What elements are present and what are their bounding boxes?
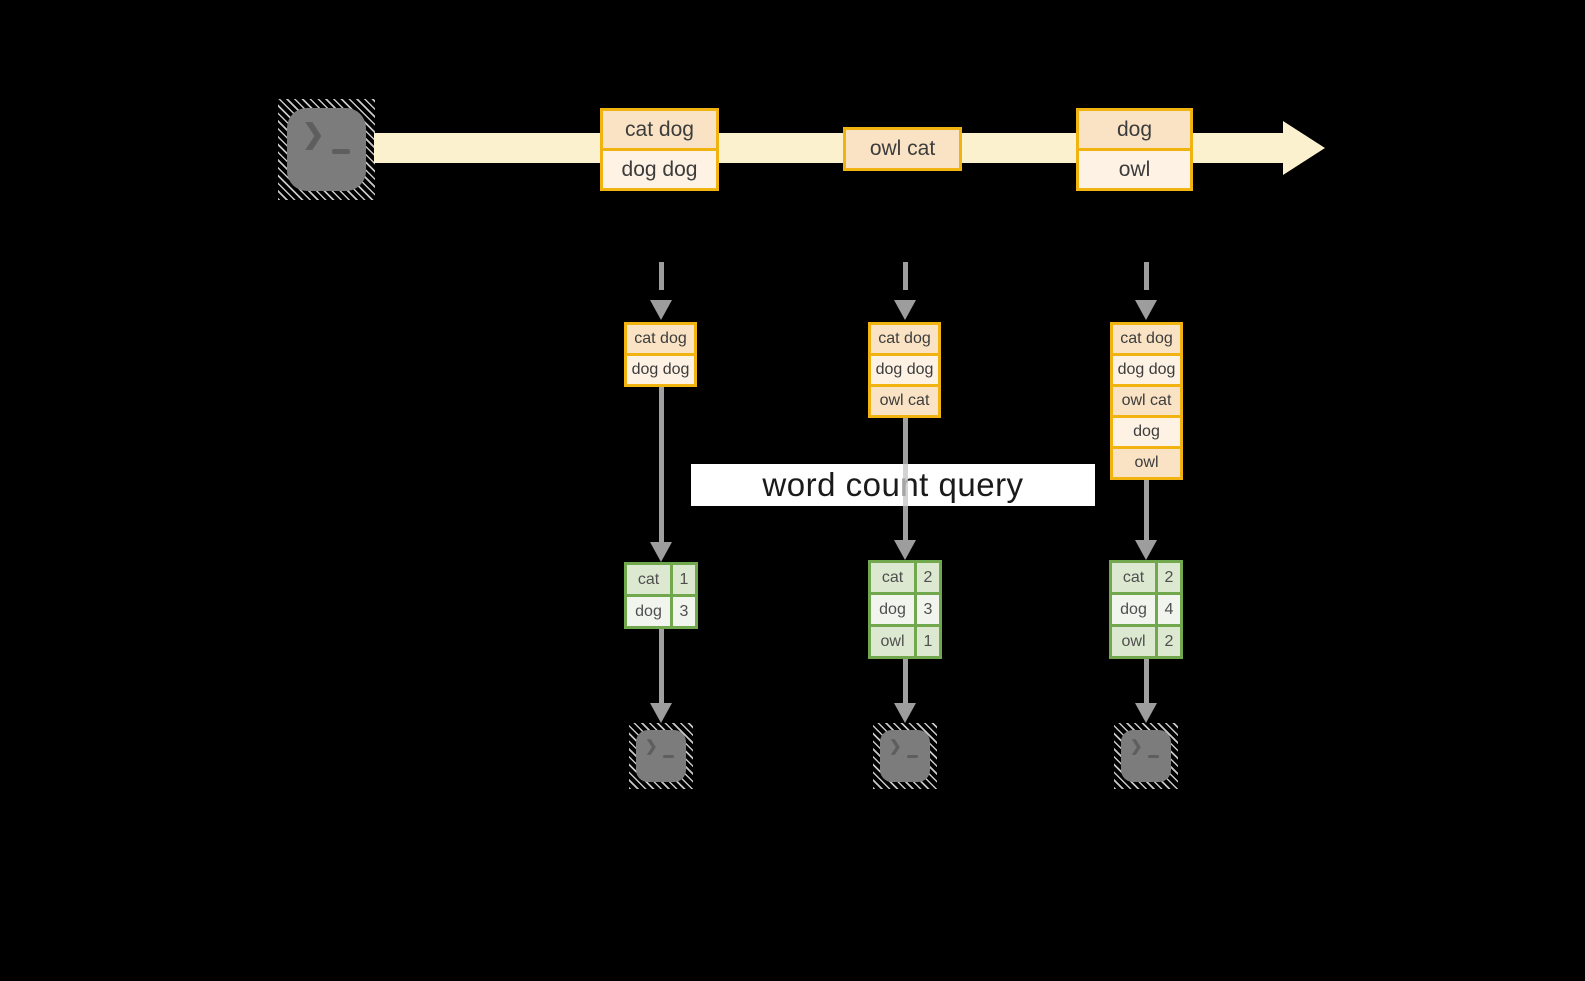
- stack-row: cat dog: [1113, 325, 1180, 353]
- count-cell: 2: [1158, 627, 1180, 656]
- stack-row: dog dog: [1113, 356, 1180, 384]
- stack-row: owl cat: [871, 387, 938, 415]
- event-row: dog dog: [603, 151, 716, 188]
- terminal-cursor-icon: [663, 755, 674, 758]
- arrowhead-icon: [1134, 540, 1157, 560]
- terminal-screen: ❯: [636, 730, 686, 782]
- arrowhead-icon: [1134, 300, 1157, 320]
- connector-line: [902, 418, 908, 540]
- source-terminal-icon: ❯: [278, 99, 375, 200]
- count-cell: 2: [917, 563, 939, 592]
- count-cell: 1: [673, 565, 695, 594]
- sink-terminal-icon-2: ❯: [873, 723, 937, 789]
- arrowhead-icon: [649, 542, 672, 562]
- count-cell: 2: [1158, 563, 1180, 592]
- stack-row: dog dog: [627, 356, 694, 384]
- stack-row: dog dog: [871, 356, 938, 384]
- arrowhead-icon: [1134, 703, 1157, 723]
- word-cell: dog: [1112, 595, 1155, 624]
- connector-line: [1143, 659, 1149, 703]
- word-cell: owl: [1112, 627, 1155, 656]
- result-table-3: cat 2 dog 4 owl 2: [1109, 560, 1183, 659]
- event-row: dog: [1079, 111, 1190, 148]
- word-cell: dog: [871, 595, 914, 624]
- terminal-cursor-icon: [1148, 755, 1159, 758]
- stream-event-box-1: cat dog dog dog: [600, 108, 719, 191]
- stream-arrowhead-icon: [1283, 121, 1325, 175]
- event-row: cat dog: [603, 111, 716, 148]
- stack-row: dog: [1113, 418, 1180, 446]
- stream-event-box-2: owl cat: [843, 127, 962, 171]
- word-cell: cat: [1112, 563, 1155, 592]
- stack-row: owl: [1113, 449, 1180, 477]
- wordcount-query-label: word count query: [691, 464, 1095, 506]
- dashed-arrow: [658, 262, 664, 290]
- connector-line: [658, 629, 664, 703]
- terminal-screen: ❯: [880, 730, 930, 782]
- sink-terminal-icon-1: ❯: [629, 723, 693, 789]
- terminal-screen: ❯: [287, 108, 366, 191]
- terminal-prompt-icon: ❯: [889, 738, 902, 755]
- stream-event-box-3: dog owl: [1076, 108, 1193, 191]
- terminal-prompt-icon: ❯: [1130, 738, 1143, 755]
- terminal-prompt-icon: ❯: [645, 738, 658, 755]
- event-row: owl cat: [846, 130, 959, 168]
- word-cell: cat: [871, 563, 914, 592]
- word-cell: cat: [627, 565, 670, 594]
- dashed-arrow: [1143, 262, 1149, 290]
- arrowhead-icon: [649, 703, 672, 723]
- terminal-prompt-icon: ❯: [302, 119, 325, 149]
- connector-line: [658, 387, 664, 542]
- terminal-screen: ❯: [1121, 730, 1171, 782]
- event-row: owl: [1079, 151, 1190, 188]
- arrowhead-icon: [893, 300, 916, 320]
- connector-line: [1143, 480, 1149, 540]
- word-cell: owl: [871, 627, 914, 656]
- arrowhead-icon: [649, 300, 672, 320]
- terminal-cursor-icon: [332, 149, 350, 154]
- connector-line: [902, 659, 908, 703]
- count-cell: 4: [1158, 595, 1180, 624]
- terminal-cursor-icon: [907, 755, 918, 758]
- word-cell: dog: [627, 597, 670, 626]
- count-cell: 3: [917, 595, 939, 624]
- stack-row: cat dog: [627, 325, 694, 353]
- sink-terminal-icon-3: ❯: [1114, 723, 1178, 789]
- count-cell: 1: [917, 627, 939, 656]
- count-cell: 3: [673, 597, 695, 626]
- result-table-1: cat 1 dog 3: [624, 562, 698, 629]
- arrowhead-icon: [893, 703, 916, 723]
- buffer-stack-2: cat dog dog dog owl cat: [868, 322, 941, 418]
- result-table-2: cat 2 dog 3 owl 1: [868, 560, 942, 659]
- arrowhead-icon: [893, 540, 916, 560]
- buffer-stack-3: cat dog dog dog owl cat dog owl: [1110, 322, 1183, 480]
- stack-row: cat dog: [871, 325, 938, 353]
- buffer-stack-1: cat dog dog dog: [624, 322, 697, 387]
- dashed-arrow: [902, 262, 908, 290]
- stack-row: owl cat: [1113, 387, 1180, 415]
